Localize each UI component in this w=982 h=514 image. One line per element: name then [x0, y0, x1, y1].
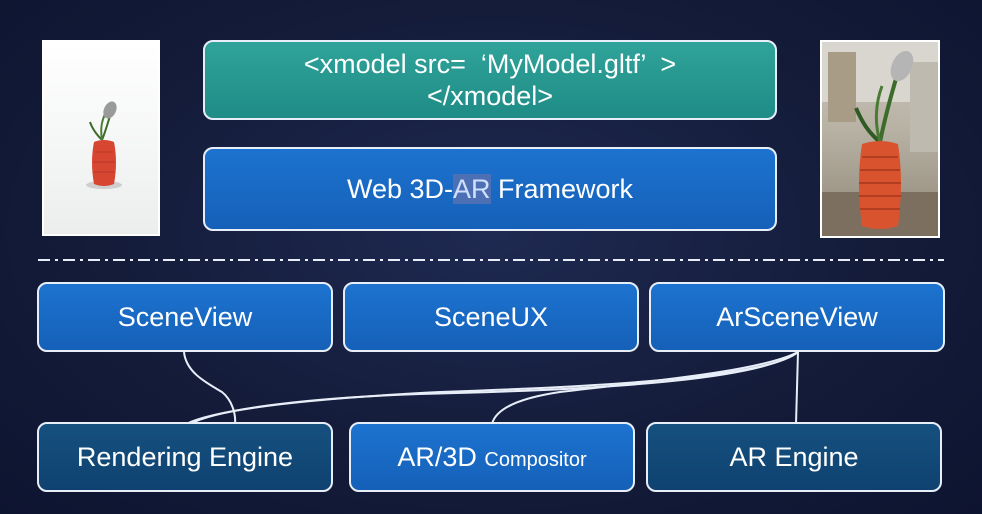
- framework-prefix: Web 3D-: [346, 173, 453, 204]
- ar-3d-compositor-box: AR/3D Compositor: [349, 422, 635, 492]
- wire-arsceneview-rendering-1: [185, 351, 799, 425]
- rendering-engine-label: Rendering Engine: [76, 441, 294, 472]
- vase-icon: [86, 101, 122, 189]
- ar-engine-box: AR Engine: [646, 422, 942, 492]
- wire-sceneview-rendering: [183, 351, 237, 425]
- layer-divider: [38, 259, 944, 261]
- vase-photo-icon: [822, 42, 938, 236]
- ar-preview-image: [820, 40, 940, 238]
- compositor-main-label: AR/3D: [397, 441, 477, 472]
- sceneux-label: SceneUX: [433, 301, 549, 332]
- framework-label: Web 3D-AR Framework: [346, 173, 634, 205]
- wire-arsceneview-rendering-2: [189, 351, 799, 425]
- compositor-sub-label: Compositor: [484, 448, 587, 471]
- code-line-open: <xmodel src= ‘MyModel.gltf’ >: [303, 49, 677, 79]
- ar-engine-label: AR Engine: [729, 441, 859, 472]
- sceneview-box: SceneView: [37, 282, 333, 352]
- code-line-close: </xmodel>: [426, 81, 554, 111]
- model-preview-image: [42, 40, 160, 236]
- web-3d-ar-framework-box: Web 3D-AR Framework: [203, 147, 777, 231]
- wire-arsceneview-arengine: [795, 351, 799, 425]
- sceneview-label: SceneView: [117, 301, 253, 332]
- arsceneview-label: ArSceneView: [716, 301, 878, 332]
- sceneux-box: SceneUX: [343, 282, 639, 352]
- framework-suffix: Framework: [490, 173, 634, 204]
- xmodel-code-box: <xmodel src= ‘MyModel.gltf’ > </xmodel>: [203, 40, 777, 120]
- wire-arsceneview-compositor: [491, 351, 799, 425]
- rendering-engine-box: Rendering Engine: [37, 422, 333, 492]
- compositor-label: AR/3D Compositor: [397, 442, 586, 473]
- framework-highlight: AR: [453, 173, 491, 204]
- arsceneview-box: ArSceneView: [649, 282, 945, 352]
